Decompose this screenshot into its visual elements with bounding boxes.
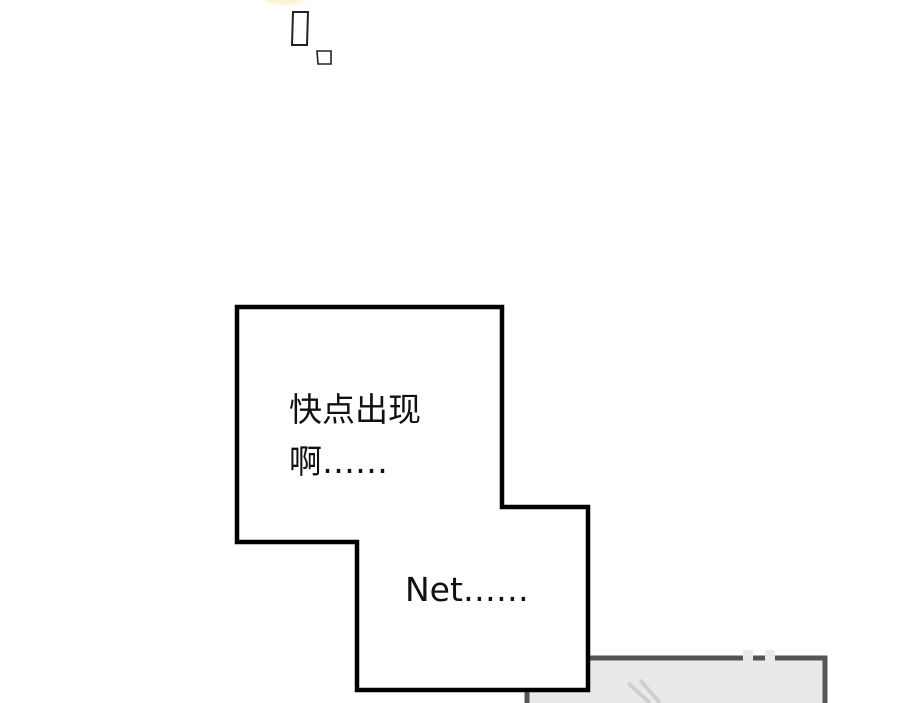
sfx-mark-large (290, 11, 310, 46)
sound-effect-marks (290, 11, 332, 65)
dialogue-line-2: 啊…… (289, 442, 388, 481)
speech-box (234, 304, 591, 693)
dialogue-line-1: 快点出现 (289, 390, 421, 429)
yellow-light-glow (255, 0, 315, 6)
dialogue-line-3: Net…… (405, 570, 529, 609)
sfx-mark-small (316, 50, 332, 65)
